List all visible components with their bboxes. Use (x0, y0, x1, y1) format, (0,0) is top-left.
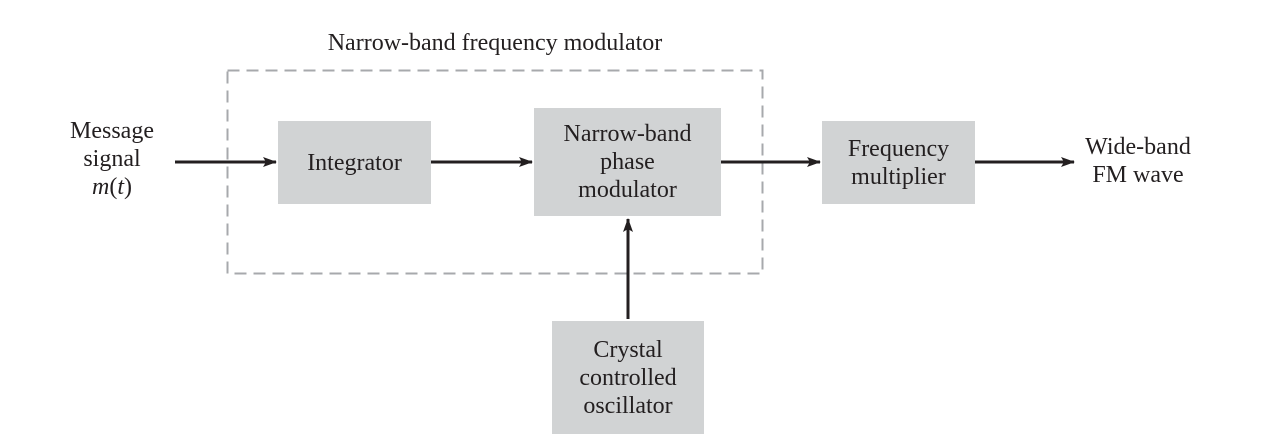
output-wide-band-fm-label: Wide-band FM wave (1068, 133, 1208, 189)
frequency-multiplier-block: Frequency multiplier (822, 121, 975, 204)
phase-modulator-label-line-3: modulator (578, 177, 677, 203)
input-open-paren: ( (109, 174, 118, 200)
phase-modulator-label-line-1: Narrow-band (563, 121, 692, 147)
oscillator-label-line-2: controlled (579, 364, 677, 391)
input-label-line-2: signal (83, 146, 141, 172)
input-close-paren: ) (124, 174, 132, 200)
input-label-line-3: m(t) (62, 173, 162, 201)
input-function-name: m (91, 174, 110, 200)
input-message-signal-label: Message signal m(t) (62, 117, 162, 201)
oscillator-label-line-1: Crystal (593, 336, 663, 363)
phase-modulator-label-line-2: phase (600, 149, 655, 175)
input-time-variable: t (117, 174, 124, 200)
frequency-multiplier-label-line-2: multiplier (851, 163, 946, 190)
oscillator-label-line-3: oscillator (583, 392, 673, 419)
output-label-line-2: FM wave (1092, 162, 1184, 188)
integrator-block: Integrator (278, 121, 431, 204)
crystal-controlled-oscillator-block: Crystal controlled oscillator (552, 321, 704, 434)
narrow-band-phase-modulator-block: Narrow-band phase modulator (534, 108, 721, 216)
frequency-multiplier-label-line-1: Frequency (847, 135, 950, 162)
integrator-label: Integrator (307, 149, 402, 176)
dashed-group-title: Narrow-band frequency modulator (327, 30, 663, 56)
input-label-line-1: Message (70, 118, 154, 144)
output-label-line-1: Wide-band (1085, 134, 1191, 160)
narrow-band-fm-dashed-boundary (226, 69, 764, 275)
